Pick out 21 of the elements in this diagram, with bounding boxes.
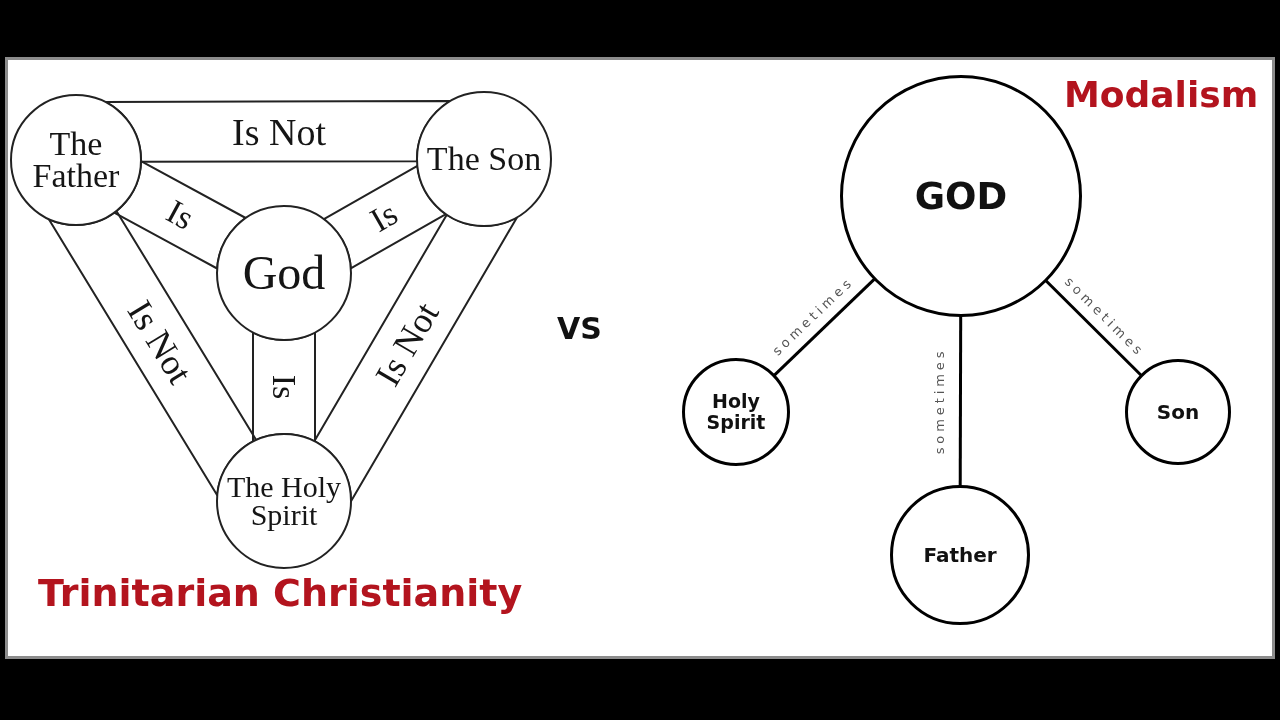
edge-label: Is Not [121, 294, 199, 389]
edge-label: Is [160, 194, 199, 236]
edge-label: Is Not [369, 296, 446, 392]
node-label: Holy Spirit [705, 391, 767, 433]
edge-label: Is [267, 374, 301, 400]
node-label: The Son [425, 142, 543, 176]
node-label: The Holy Spirit [225, 472, 343, 530]
connector-line [958, 316, 963, 486]
section-title: Modalism [1064, 77, 1259, 113]
node-label: Father [922, 545, 998, 565]
section-title: Trinitarian Christianity [38, 574, 523, 612]
edge-label: Is Not [231, 112, 326, 151]
node-label: GOD [913, 177, 1009, 215]
edge-label: sometimes [932, 347, 946, 455]
node-label: God [241, 249, 327, 297]
connector-line [1044, 279, 1143, 377]
node-label: The Father [31, 127, 121, 193]
connector-line [773, 278, 876, 377]
versus-label: VS [557, 314, 602, 344]
edge-label: Is [365, 196, 404, 238]
node-label: Son [1155, 402, 1201, 422]
